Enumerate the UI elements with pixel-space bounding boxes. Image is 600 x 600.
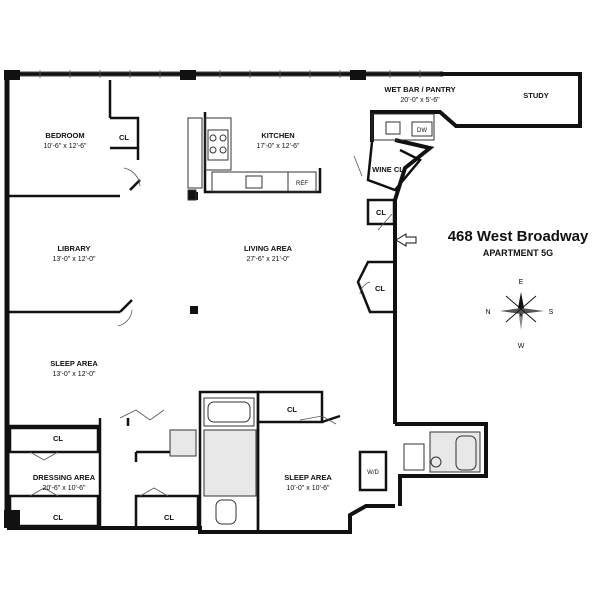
room-dims-kitchen: 17'-0" x 12'-6": [256, 143, 300, 150]
closet-label: CL: [53, 513, 63, 522]
entry-arrow-icon: [395, 233, 417, 247]
room-label-bedroom: BEDROOM: [45, 131, 84, 140]
room-dims-bedroom: 10'-6" x 12'-6": [43, 143, 87, 150]
bath-fixtures: [169, 397, 481, 525]
room-dims-sleep-area-1: 13'-0" x 12'-0": [52, 371, 96, 378]
room-dims-dressing: 20'-6" x 10'-6": [42, 485, 86, 492]
compass-east: E: [519, 279, 524, 286]
room-label-wet-bar: WET BAR / PANTRY: [384, 85, 455, 94]
room-label-sleep-area-1: SLEEP AREA: [50, 359, 98, 368]
compass-icon: [500, 292, 544, 330]
address-title: 468 West Broadway: [448, 228, 589, 245]
room-dims-living: 27'-6" x 21'-0": [246, 256, 290, 263]
dishwasher-label: DW: [417, 128, 427, 134]
closet-label: CL: [287, 405, 297, 414]
room-dims-wet-bar: 20'-0" x 5'-6": [400, 97, 440, 104]
room-label-library: LIBRARY: [57, 244, 90, 253]
kitchen-fixtures: [187, 113, 435, 201]
closet-label: CL: [375, 284, 385, 293]
interior-walls: [7, 80, 422, 534]
room-label-sleep-area-2: SLEEP AREA: [284, 473, 332, 482]
room-dims-sleep-area-2: 10'-0" x 10'-6": [286, 485, 330, 492]
closet-label: CL: [119, 133, 129, 142]
room-label-wine-closet: WINE CL: [372, 165, 404, 174]
room-label-kitchen: KITCHEN: [261, 131, 294, 140]
apartment-subtitle: APARTMENT 5G: [483, 248, 553, 258]
room-label-study: STUDY: [523, 91, 548, 100]
room-label-living: LIVING AREA: [244, 244, 293, 253]
window-ticks: [39, 70, 421, 78]
room-label-dressing: DRESSING AREA: [33, 473, 96, 482]
compass-south: S: [549, 309, 554, 316]
room-dims-library: 13'-0" x 12'-0": [52, 256, 96, 263]
closet-label: CL: [376, 208, 386, 217]
exterior-walls: [4, 71, 582, 534]
closet-label: CL: [164, 513, 174, 522]
washer-dryer-label: W/D: [367, 470, 379, 476]
refrigerator-label: REF: [296, 181, 308, 187]
compass-north: N: [485, 309, 490, 316]
compass-west: W: [518, 343, 525, 350]
closet-label: CL: [53, 434, 63, 443]
door-swings: [29, 155, 393, 497]
